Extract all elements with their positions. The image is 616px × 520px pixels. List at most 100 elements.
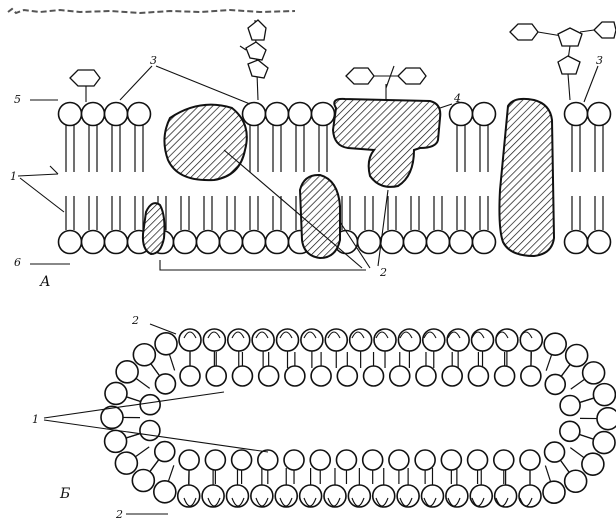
lipid-tail xyxy=(571,379,586,389)
callout-b1: 1 xyxy=(32,413,39,426)
lipid-head xyxy=(373,485,395,507)
panel-b-liposome: 1 2 2 Б xyxy=(32,314,616,520)
lipid-head xyxy=(116,361,138,383)
leader-3 xyxy=(120,66,250,104)
glycan-chain-1 xyxy=(70,70,100,102)
lipid-tail xyxy=(545,466,551,483)
lipid-head xyxy=(397,485,419,507)
lipid-head xyxy=(140,420,160,440)
callout-3-right: 3 xyxy=(596,54,603,67)
lipid-head xyxy=(427,231,450,254)
lipid-head xyxy=(59,103,82,126)
lipid-head xyxy=(205,450,225,470)
lipid-head xyxy=(545,442,565,462)
lipid-head xyxy=(133,344,155,366)
lipid-head xyxy=(275,485,297,507)
lipid-tail xyxy=(168,465,174,482)
lipid-head xyxy=(324,485,346,507)
lipid-tail xyxy=(546,354,552,371)
panel-a-label: А xyxy=(39,274,51,290)
callout-2: 2 xyxy=(379,266,387,279)
lipid-head xyxy=(251,485,273,507)
lipid-head xyxy=(105,231,128,254)
lipid-tail xyxy=(169,353,175,370)
lipid-head xyxy=(284,450,304,470)
lipid-head xyxy=(180,366,200,386)
lipid-head xyxy=(258,450,278,470)
lipid-head xyxy=(220,231,243,254)
leader-3b xyxy=(584,66,598,102)
lipid-head xyxy=(565,231,588,254)
lipid-head xyxy=(364,366,384,386)
lipid-head xyxy=(583,362,605,384)
lipid-head xyxy=(442,366,462,386)
transmembrane-protein-t-shaped xyxy=(333,99,440,187)
callout-b2-bottom: 2 xyxy=(115,508,123,520)
lipid-head xyxy=(520,450,540,470)
callout-b2-top: 2 xyxy=(131,314,139,327)
header-scribble xyxy=(8,9,295,13)
lipid-head xyxy=(243,103,266,126)
lipid-tail xyxy=(570,448,585,459)
transmembrane-protein-tall xyxy=(499,99,554,256)
lipid-head xyxy=(398,329,420,351)
lipid-head xyxy=(310,450,330,470)
lipid-head xyxy=(300,485,322,507)
lipid-head xyxy=(232,450,252,470)
lipid-head xyxy=(132,469,154,491)
lipid-head xyxy=(588,231,611,254)
lipid-head xyxy=(566,345,588,367)
lipid-head xyxy=(416,366,436,386)
lipid-head xyxy=(521,366,541,386)
lipid-head xyxy=(232,366,252,386)
lipid-head xyxy=(441,450,461,470)
lipid-head xyxy=(381,231,404,254)
lipid-head xyxy=(285,366,305,386)
lipid-head xyxy=(178,485,200,507)
lipid-head xyxy=(565,103,588,126)
panel-a-membrane: 5 6 1 3 3 4 2 А xyxy=(10,20,616,290)
lipid-head xyxy=(311,366,331,386)
lipid-head xyxy=(496,329,518,351)
leader-4 xyxy=(440,104,452,108)
lipid-tail xyxy=(135,378,150,389)
lipid-head xyxy=(468,450,488,470)
lipid-head xyxy=(363,450,383,470)
lipid-head xyxy=(404,231,427,254)
lipid-head xyxy=(266,103,289,126)
leader-1 xyxy=(18,166,64,212)
lipid-head xyxy=(582,453,604,475)
lipid-head xyxy=(243,231,266,254)
lipid-head xyxy=(350,329,372,351)
lipid-head xyxy=(155,442,175,462)
callout-4: 4 xyxy=(453,92,461,105)
lipid-head xyxy=(105,382,127,404)
lipid-head xyxy=(450,231,473,254)
lipid-head xyxy=(374,329,396,351)
lipid-head xyxy=(179,450,199,470)
lipid-head xyxy=(450,103,473,126)
lipid-head xyxy=(226,485,248,507)
lipid-head xyxy=(565,470,587,492)
inner-protein-medium xyxy=(300,175,340,258)
lipid-head xyxy=(348,485,370,507)
lipid-head xyxy=(423,329,445,351)
lipid-tail xyxy=(135,447,150,457)
lipid-head xyxy=(289,103,312,126)
lipid-head xyxy=(336,450,356,470)
lipid-head xyxy=(560,421,580,441)
lipid-head xyxy=(128,103,151,126)
lipid-head xyxy=(545,374,565,394)
lipid-head xyxy=(447,329,469,351)
lipid-head xyxy=(468,366,488,386)
glycan-chain-2 xyxy=(240,20,268,100)
lipid-head xyxy=(494,450,514,470)
lipid-head xyxy=(105,103,128,126)
lipid-head xyxy=(473,103,496,126)
lipid-head xyxy=(472,329,494,351)
callout-3: 3 xyxy=(150,54,157,67)
lipid-head xyxy=(174,231,197,254)
lipid-head xyxy=(197,231,220,254)
lipid-head xyxy=(105,430,127,452)
